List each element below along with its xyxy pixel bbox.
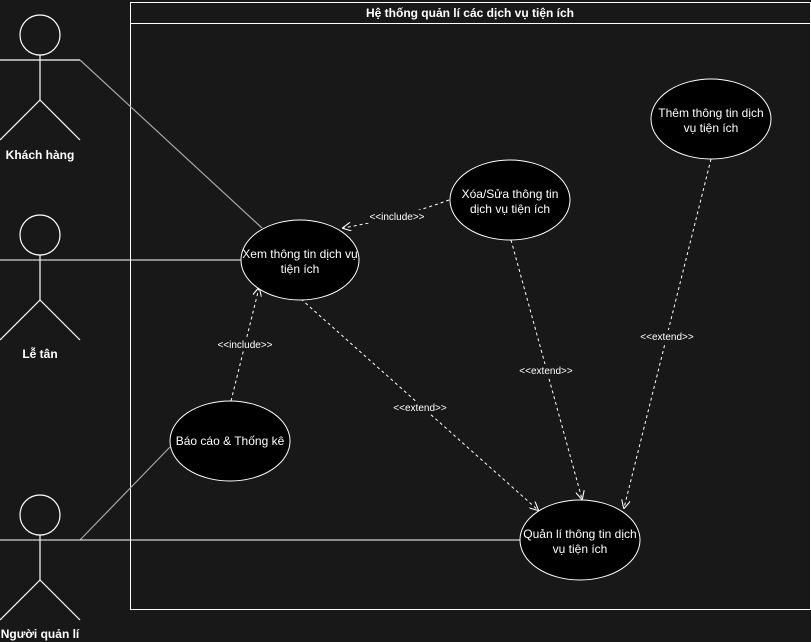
usecase-them-label-line2: vụ tiện ích	[684, 121, 739, 135]
usecase-them[interactable]: Thêm thông tin dịch vụ tiện ích	[650, 78, 772, 160]
relation-label-baocao-include-xem: <<include>>	[217, 340, 272, 351]
usecase-quan-li-label-line1: Quản lí thông tin dịch	[523, 527, 636, 541]
assoc-khach-hang-xem	[79, 59, 263, 229]
relation-label-them-extend-quanli: <<extend>>	[640, 332, 694, 343]
usecase-bao-cao-label: Báo cáo & Thống kê	[176, 434, 285, 448]
usecase-them-label-line1: Thêm thông tin dịch	[658, 106, 763, 120]
usecase-quan-li-label-line2: vụ tiện ích	[553, 542, 608, 556]
usecase-xem-label-line1: Xem thông tin dịch vụ	[242, 247, 357, 261]
relation-label-xoa-include-xem: <<include>>	[369, 212, 424, 223]
usecase-xem-label-line2: tiện ích	[281, 262, 320, 276]
relation-label-xem-extend-quanli: <<extend>>	[393, 403, 447, 414]
actor-khach-hang[interactable]: Khách hàng	[0, 14, 81, 162]
relation-baocao-include-xem	[230, 288, 259, 402]
actor-le-tan[interactable]: Lễ tân	[0, 214, 81, 361]
usecase-xoa-sua[interactable]: Xóa/Sửa thông tin dịch vụ tiện ích	[449, 159, 571, 241]
relation-label-xoa-extend-quanli: <<extend>>	[519, 366, 573, 377]
usecase-bao-cao[interactable]: Báo cáo & Thống kê	[169, 400, 291, 482]
relation-xoa-include-xem	[343, 199, 450, 228]
system-title: Hệ thống quản lí các dịch vụ tiện ích	[366, 6, 574, 20]
usecase-xoa-sua-label-line1: Xóa/Sửa thông tin	[462, 187, 559, 201]
actor-khach-hang-label: Khách hàng	[6, 148, 75, 162]
relation-labels: <<include>> <<include>> <<extend>> <<ext…	[213, 210, 697, 414]
actor-le-tan-label: Lễ tân	[22, 346, 57, 361]
usecase-quan-li[interactable]: Quản lí thông tin dịch vụ tiện ích	[519, 499, 641, 581]
usecase-xem[interactable]: Xem thông tin dịch vụ tiện ích	[240, 219, 360, 301]
actor-nguoi-quan-li-label: Người quản lí	[1, 627, 80, 641]
actor-nguoi-quan-li[interactable]: Người quản lí	[0, 494, 81, 641]
usecase-xoa-sua-label-line2: dịch vụ tiện ích	[470, 202, 550, 216]
assoc-nguoi-quan-li-baocao	[79, 446, 171, 541]
